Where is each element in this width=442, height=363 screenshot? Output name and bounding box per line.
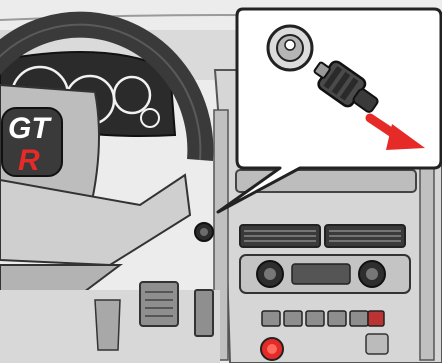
hazard-switch [368, 311, 384, 326]
badge-text-line2: R [18, 144, 40, 177]
switch-row [262, 311, 368, 326]
badge-text-line1: GT [8, 112, 52, 145]
brake-pedal [140, 282, 178, 326]
pedals [0, 282, 220, 363]
accelerator-pedal [195, 290, 213, 336]
